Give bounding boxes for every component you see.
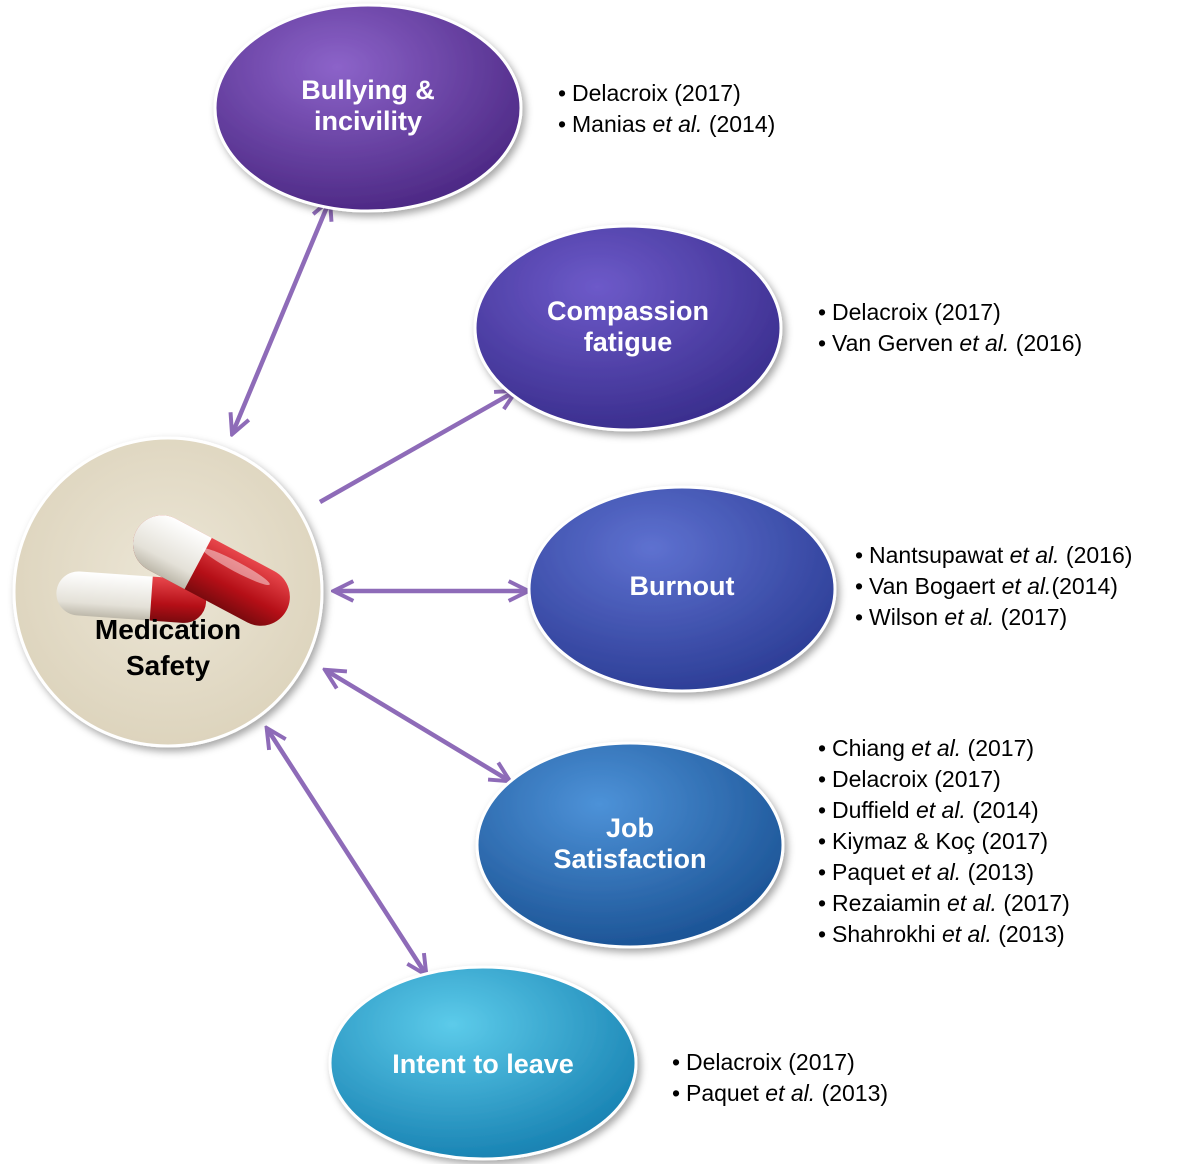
ref-item: Wilson et al. (2017) [855, 602, 1132, 633]
node-compassion-label-line2: fatigue [583, 327, 673, 357]
node-intent-shape [328, 965, 638, 1161]
node-bullying-label-line1: Bullying & [301, 75, 435, 105]
node-job-label-line1: Job [605, 813, 654, 843]
node-job-label: Job Satisfaction [500, 808, 760, 880]
node-burnout-label-line1: Burnout [629, 570, 735, 601]
ref-item: Delacroix (2017) [818, 297, 1082, 328]
center-label-line2: Safety [125, 650, 211, 681]
ref-item: Van Bogaert et al.(2014) [855, 571, 1132, 602]
node-bullying-shape [213, 3, 523, 213]
refs-intent: Delacroix (2017) Paquet et al. (2013) [672, 1047, 888, 1109]
pills-icon [56, 515, 290, 626]
connectors [233, 202, 526, 973]
ref-item: Paquet et al. (2013) [672, 1078, 888, 1109]
ref-item: Manias et al. (2014) [558, 109, 775, 140]
node-compassion-label-line1: Compassion [546, 296, 710, 326]
ref-item: Shahrokhi et al. (2013) [818, 919, 1070, 950]
node-compassion-label: Compassion fatigue [498, 291, 758, 363]
node-intent-label: Intent to leave [353, 1044, 613, 1084]
refs-compassion: Delacroix (2017) Van Gerven et al. (2016… [818, 297, 1082, 359]
node-bullying-label: Bullying & incivility [238, 70, 498, 142]
ref-item: Kiymaz & Koç (2017) [818, 826, 1070, 857]
node-burnout-label: Burnout [552, 566, 812, 606]
ref-item: Delacroix (2017) [558, 78, 775, 109]
node-job-label-line2: Satisfaction [553, 844, 707, 874]
node-job-shape [475, 741, 785, 949]
ref-item: Nantsupawat et al. (2016) [855, 540, 1132, 571]
refs-burnout: Nantsupawat et al. (2016) Van Bogaert et… [855, 540, 1132, 633]
arrow-intent [268, 730, 425, 973]
ref-item: Rezaiamin et al. (2017) [818, 888, 1070, 919]
ref-item: Paquet et al. (2013) [818, 857, 1070, 888]
arrow-bullying [233, 202, 329, 432]
node-compassion-shape [473, 224, 783, 432]
arrow-compassion [318, 392, 514, 504]
center-node [12, 436, 324, 748]
node-intent-label-line1: Intent to leave [392, 1048, 574, 1079]
ref-item: Delacroix (2017) [818, 764, 1070, 795]
node-burnout-shape [527, 485, 837, 693]
ref-item: Chiang et al. (2017) [818, 733, 1070, 764]
ref-item: Delacroix (2017) [672, 1047, 888, 1078]
ref-item: Van Gerven et al. (2016) [818, 328, 1082, 359]
refs-job: Chiang et al. (2017) Delacroix (2017) Du… [818, 733, 1070, 950]
node-bullying-label-line2: incivility [313, 106, 423, 136]
center-label-line1: Medication [94, 614, 242, 645]
refs-bullying: Delacroix (2017) Manias et al. (2014) [558, 78, 775, 140]
ref-item: Duffield et al. (2014) [818, 795, 1070, 826]
arrow-job [327, 671, 508, 780]
center-label: Medication Safety [68, 612, 268, 684]
